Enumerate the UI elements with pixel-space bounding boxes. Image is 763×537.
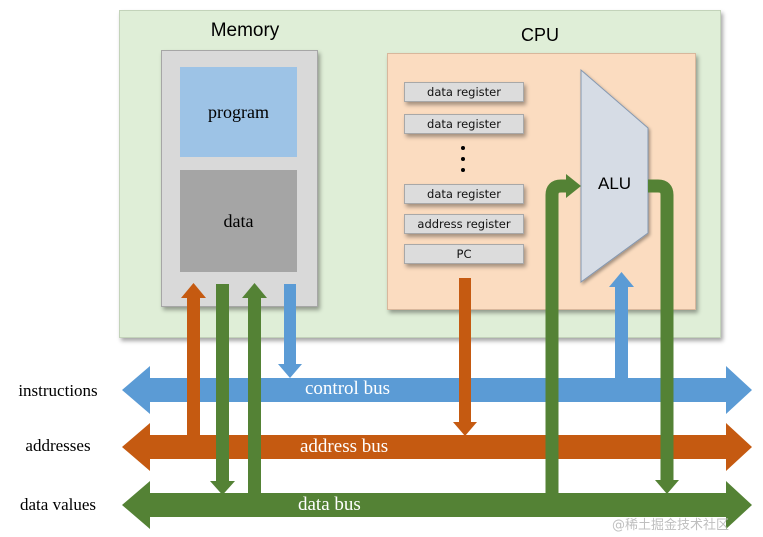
data-register-1: data register	[404, 82, 524, 102]
pc-address-arrowhead	[453, 422, 477, 436]
data-block: data	[180, 170, 297, 272]
addresses-label: addresses	[25, 436, 91, 455]
control-to-alu-arrowhead	[609, 272, 634, 287]
memory-data-in-line	[248, 296, 261, 494]
control-to-alu-line	[615, 286, 628, 378]
instructions-label: instructions	[18, 381, 98, 400]
alu-shape	[580, 68, 649, 283]
data-bus-arrow	[122, 481, 752, 529]
control-bus-label: control bus	[305, 378, 390, 399]
databus-to-alu-wire	[545, 179, 568, 494]
program-block: program	[180, 67, 297, 157]
address-to-memory-line	[187, 296, 200, 437]
program-label: program	[208, 101, 269, 122]
alu-to-databus-wire	[648, 179, 674, 482]
address-bus-arrow	[122, 423, 752, 471]
address-to-memory-arrowhead	[181, 283, 206, 298]
alu-to-databus-arrowhead	[655, 480, 679, 494]
memory-data-out-line	[216, 284, 229, 482]
address-register: address register	[404, 214, 524, 234]
databus-to-alu-arrowhead	[566, 174, 581, 198]
ellipsis-dot	[461, 168, 465, 172]
control-bus-arrow	[122, 366, 752, 414]
data-label: data	[223, 210, 254, 231]
data-register-2: data register	[404, 114, 524, 134]
memory-data-in-arrowhead	[242, 283, 267, 298]
ellipsis-dot	[461, 146, 465, 150]
memory-data-out-arrowhead	[210, 481, 235, 495]
data-values-label: data values	[20, 495, 96, 514]
memory-instruction-arrowhead	[278, 364, 302, 378]
ellipsis-dot	[461, 157, 465, 161]
cpu-title: CPU	[520, 25, 559, 45]
pc-register: PC	[404, 244, 524, 264]
memory-instruction-line	[284, 284, 296, 366]
alu-label: ALU	[598, 174, 632, 193]
watermark: @稀土掘金技术社区	[612, 518, 730, 533]
data-bus-label: data bus	[298, 494, 361, 515]
memory-title: Memory	[210, 20, 280, 41]
data-register-3: data register	[404, 184, 524, 204]
address-bus-label: address bus	[300, 436, 389, 457]
pc-address-line	[459, 278, 471, 424]
